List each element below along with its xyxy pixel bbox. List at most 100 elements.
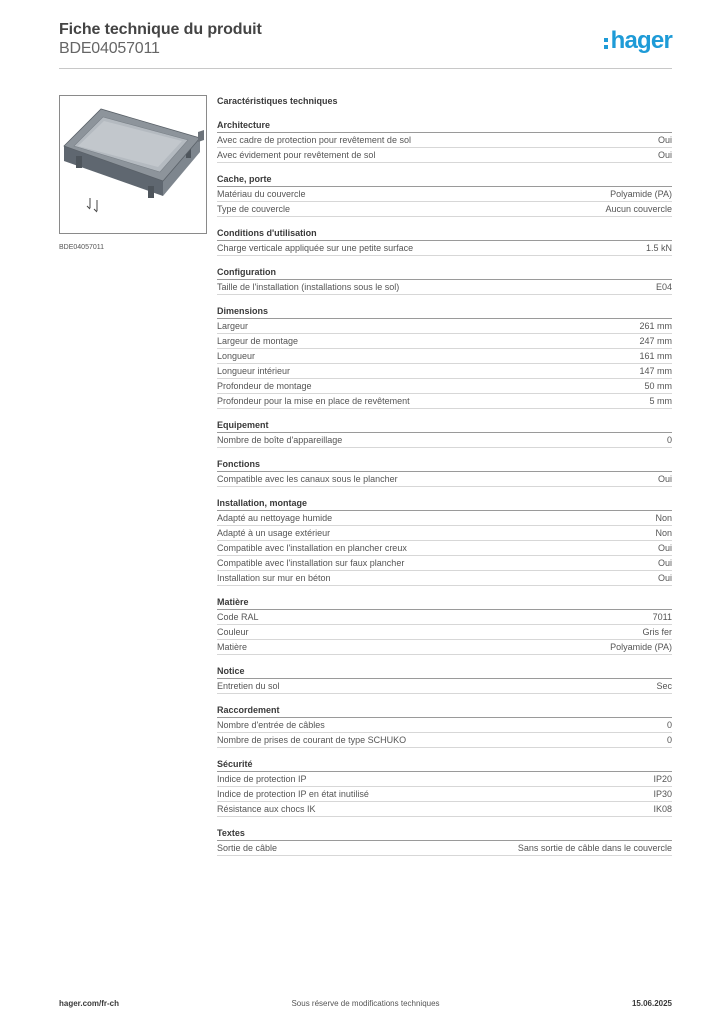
section-heading: Raccordement — [217, 704, 672, 718]
spec-row: Matière Polyamide (PA) — [217, 640, 672, 655]
spec-label: Avec évidement pour revêtement de sol — [217, 150, 376, 160]
section-heading: Installation, montage — [217, 497, 672, 511]
header-divider — [59, 68, 672, 69]
spec-row: Compatible avec les canaux sous le planc… — [217, 472, 672, 487]
spec-value: 50 mm — [644, 381, 672, 391]
spec-value: 5 mm — [649, 396, 673, 406]
spec-value: 161 mm — [639, 351, 672, 361]
spec-label: Compatible avec les canaux sous le planc… — [217, 474, 398, 484]
footer-website-link[interactable]: hager.com/fr-ch — [59, 999, 120, 1008]
spec-value: 1.5 kN — [645, 243, 672, 253]
image-caption: BDE04057011 — [59, 244, 105, 251]
spec-value: E04 — [655, 282, 672, 292]
technical-specifications: Caractéristiques techniques Architecture… — [217, 95, 672, 866]
spec-row: Type de couvercle Aucun couvercle — [217, 202, 672, 217]
spec-label: Indice de protection IP en état inutilis… — [217, 789, 369, 799]
document-header: Fiche technique du produit BDE04057011 — [59, 20, 262, 58]
spec-row: Charge verticale appliquée sur une petit… — [217, 241, 672, 256]
spec-value: Polyamide (PA) — [610, 642, 672, 652]
spec-value: 261 mm — [639, 321, 672, 331]
spec-row: Longueur 161 mm — [217, 349, 672, 364]
hager-logo: hager — [603, 27, 673, 54]
section-heading: Dimensions — [217, 305, 672, 319]
floor-box-product-image — [63, 108, 204, 213]
spec-label: Nombre de prises de courant de type SCHU… — [217, 735, 407, 745]
logo-text: hager — [610, 27, 673, 54]
spec-row: Indice de protection IP en état inutilis… — [217, 787, 672, 802]
spec-label: Type de couvercle — [217, 204, 291, 214]
spec-row: Nombre de prises de courant de type SCHU… — [217, 733, 672, 748]
spec-value: Aucun couvercle — [605, 204, 672, 214]
section-heading: Equipement — [217, 419, 672, 433]
spec-value: 247 mm — [639, 336, 672, 346]
spec-row: Couleur Gris fer — [217, 625, 672, 640]
spec-label: Adapté au nettoyage humide — [217, 513, 333, 523]
spec-value: Oui — [657, 150, 672, 160]
section-heading: Conditions d'utilisation — [217, 227, 672, 241]
spec-label: Installation sur mur en béton — [217, 573, 331, 583]
spec-label: Compatible avec l'installation en planch… — [217, 543, 407, 553]
spec-label: Largeur de montage — [217, 336, 299, 346]
spec-label: Nombre d'entrée de câbles — [217, 720, 325, 730]
spec-title: Caractéristiques techniques — [217, 96, 338, 106]
product-image — [59, 95, 207, 234]
spec-value: IK08 — [653, 804, 672, 814]
spec-row: Compatible avec l'installation sur faux … — [217, 556, 672, 571]
spec-value: 0 — [666, 735, 672, 745]
section-heading: Cache, porte — [217, 173, 672, 187]
spec-label: Profondeur pour la mise en place de revê… — [217, 396, 410, 406]
spec-label: Longueur — [217, 351, 256, 361]
spec-row: Avec évidement pour revêtement de sol Oui — [217, 148, 672, 163]
spec-label: Code RAL — [217, 612, 259, 622]
section-heading: Fonctions — [217, 458, 672, 472]
spec-value: Oui — [657, 543, 672, 553]
spec-label: Entretien du sol — [217, 681, 280, 691]
logo-colon-icon — [603, 36, 609, 50]
spec-row: Code RAL 7011 — [217, 610, 672, 625]
section-heading: Sécurité — [217, 758, 672, 772]
footer-date: 15.06.2025 — [631, 999, 672, 1008]
spec-value: 7011 — [652, 612, 672, 622]
spec-value: Oui — [657, 573, 672, 583]
section-heading: Notice — [217, 665, 672, 679]
spec-row: Largeur de montage 247 mm — [217, 334, 672, 349]
spec-label: Matériau du couvercle — [217, 189, 306, 199]
spec-row: Avec cadre de protection pour revêtement… — [217, 133, 672, 148]
spec-label: Longueur intérieur — [217, 366, 291, 376]
spec-label: Avec cadre de protection pour revêtement… — [217, 135, 411, 145]
spec-value: Non — [655, 528, 672, 538]
section-heading: Matière — [217, 596, 672, 610]
spec-row: Installation sur mur en béton Oui — [217, 571, 672, 586]
spec-label: Sortie de câble — [217, 843, 278, 853]
section-heading: Textes — [217, 827, 672, 841]
spec-value: 0 — [666, 435, 672, 445]
spec-value: IP30 — [653, 789, 672, 799]
spec-label: Couleur — [217, 627, 249, 637]
page-footer: hager.com/fr-ch Sous réserve de modifica… — [59, 998, 672, 1010]
spec-value: 147 mm — [639, 366, 672, 376]
spec-label: Matière — [217, 642, 248, 652]
spec-value: Gris fer — [642, 627, 672, 637]
